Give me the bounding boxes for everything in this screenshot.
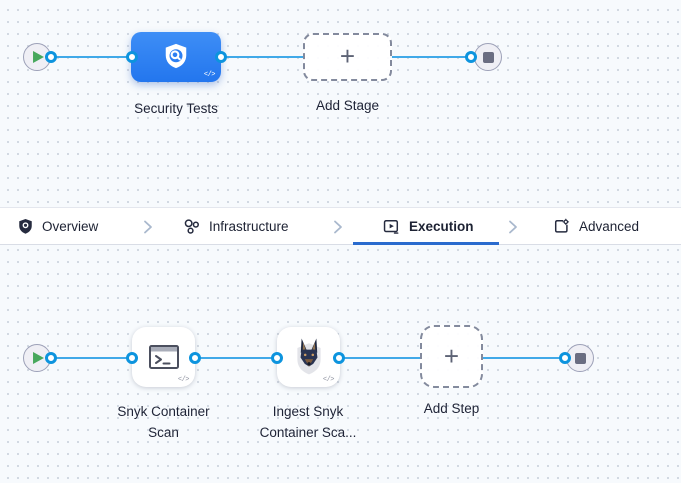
connector-line: [390, 56, 472, 58]
connector-line: [219, 56, 305, 58]
tab-overview[interactable]: Overview: [18, 208, 98, 245]
stage-end-node: [474, 43, 502, 71]
step-node-snyk-container-scan[interactable]: </>: [132, 327, 195, 387]
connector-line: [193, 357, 278, 359]
chevron-right-icon: [509, 220, 517, 234]
tab-label: Execution: [409, 219, 474, 234]
tab-label: Advanced: [579, 219, 640, 234]
tab-execution[interactable]: Execution: [383, 208, 474, 245]
connector-port: [215, 51, 227, 63]
play-icon: [32, 352, 44, 364]
overview-shield-icon: [19, 219, 32, 234]
connector-port: [126, 352, 138, 364]
connector-port: [45, 51, 57, 63]
plus-icon: +: [339, 41, 356, 71]
connector-port: [126, 51, 138, 63]
connector-line: [49, 357, 133, 359]
play-icon: [32, 51, 44, 63]
connector-port: [333, 352, 345, 364]
security-shield-icon: [165, 43, 187, 69]
tab-advanced[interactable]: Advanced: [553, 208, 639, 245]
plus-icon: +: [443, 340, 460, 371]
stop-icon: [482, 51, 494, 63]
templated-code-badge: </>: [322, 376, 335, 384]
add-stage-button[interactable]: +: [303, 33, 392, 81]
connector-port: [45, 352, 57, 364]
connector-port: [465, 51, 477, 63]
stage-label: Security Tests: [134, 101, 218, 116]
step-start-node: [23, 344, 51, 372]
connector-port: [559, 352, 571, 364]
add-step-label: Add Step: [423, 401, 480, 416]
connector-port: [189, 352, 201, 364]
connector-line: [337, 357, 420, 359]
add-step-button[interactable]: +: [420, 325, 483, 388]
stop-icon: [574, 352, 586, 364]
connector-line: [49, 56, 133, 58]
advanced-icon: [554, 218, 570, 233]
tab-label: Overview: [42, 219, 99, 234]
stage-node-security-tests[interactable]: </>: [131, 32, 221, 82]
active-tab-underline: [353, 241, 499, 245]
snyk-dog-icon: [296, 338, 321, 375]
connector-line: [481, 357, 566, 359]
execution-icon: [383, 219, 399, 234]
add-stage-label: Add Stage: [315, 98, 380, 113]
chevron-right-icon: [334, 220, 342, 234]
tab-infrastructure[interactable]: Infrastructure: [183, 208, 289, 245]
tab-label: Infrastructure: [209, 219, 289, 234]
templated-code-badge: </>: [177, 376, 190, 384]
templated-code-badge: </>: [203, 71, 216, 79]
chevron-right-icon: [144, 220, 152, 234]
stage-config-tab-bar: Overview Infrastructure Execution: [0, 207, 681, 245]
step-label: Ingest Snyk Container Sca...: [259, 404, 357, 440]
step-label: Snyk Container Scan: [117, 404, 210, 440]
connector-port: [271, 352, 283, 364]
terminal-run-icon: [148, 345, 179, 369]
step-node-ingest-snyk[interactable]: </>: [277, 327, 340, 387]
infrastructure-icon: [184, 219, 199, 234]
